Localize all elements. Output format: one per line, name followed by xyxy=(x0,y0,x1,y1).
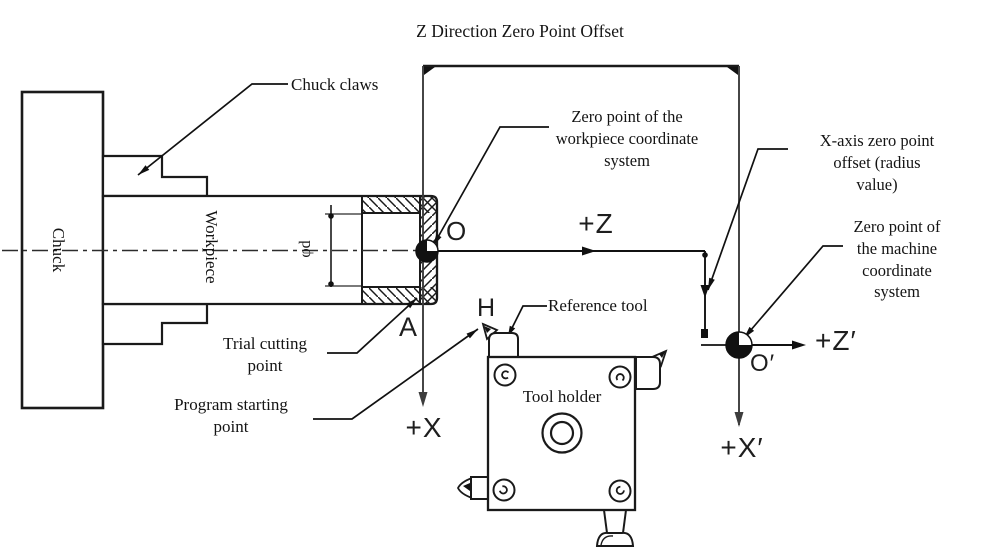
bracket-tick-left xyxy=(424,67,435,75)
machine-zero-label: Zero point of the machine coordinate sys… xyxy=(853,217,941,302)
workpiece-zero-label: Zero point of the workpiece coordinate s… xyxy=(555,107,699,170)
chuck-claws-leader-arrowhead xyxy=(138,165,150,175)
bottom-tool-foot-arc xyxy=(600,535,614,546)
reference-tool-label: Reference tool xyxy=(548,296,648,315)
machine-origin-label: O′ xyxy=(750,350,776,377)
program-start-label: Program starting point xyxy=(174,395,288,437)
workpiece-zero-leader xyxy=(432,126,549,247)
x-offset-leader-arrowhead xyxy=(708,277,715,290)
workpiece-origin-symbol xyxy=(415,239,439,263)
chuck-claws-label: Chuck claws xyxy=(291,75,379,94)
reference-tool-leader xyxy=(507,305,547,337)
tool-holder-screw-top-right xyxy=(608,365,632,389)
x-prime-arrowhead xyxy=(734,412,744,427)
hatch-bottom-wall xyxy=(362,287,437,304)
tool-holder-label: Tool holder xyxy=(522,387,602,406)
x-prime-axis-label: +X′ xyxy=(720,432,764,463)
trial-cutting-leader-arrowhead xyxy=(406,298,417,309)
bottom-tool-stem-right xyxy=(622,509,627,534)
program-start-leader xyxy=(313,328,479,420)
screw-slot-top-right xyxy=(615,373,625,382)
tool-holder-screw-bottom-left xyxy=(492,478,516,502)
dim-dot-bottom xyxy=(328,281,334,287)
workpiece-label: Workpiece xyxy=(202,210,222,284)
x-offset-leader xyxy=(707,148,788,291)
z-prime-axis-label: +Z′ xyxy=(815,325,857,356)
tool-height-point-label: H xyxy=(477,294,497,322)
screw-slot-top-left xyxy=(501,370,510,380)
tool-holder-screw-bottom-right xyxy=(608,479,632,503)
right-tool-tip-insert xyxy=(659,352,665,358)
left-tool-tip xyxy=(456,476,473,500)
x-axis-arrowhead xyxy=(418,392,428,407)
trial-cutting-label: Trial cutting point xyxy=(223,334,307,376)
diagram-title: Z Direction Zero Point Offset xyxy=(416,21,624,41)
offset-down-arrowhead xyxy=(700,285,710,298)
left-tool-tip-insert xyxy=(463,483,470,491)
z-axis-arrowhead xyxy=(582,246,596,256)
trial-point-label: A xyxy=(399,312,419,342)
offset-corner-dot xyxy=(702,252,708,258)
x-axis-offset-label: X-axis zero point offset (radius value) xyxy=(819,131,935,194)
offset-end-square xyxy=(701,329,708,338)
x-axis-label: +X xyxy=(405,412,443,443)
bottom-tool-stem-left xyxy=(603,509,608,534)
tool-holder-boss-inner xyxy=(549,420,575,446)
tool-holder-screw-top-left xyxy=(493,363,517,387)
hatch-top-wall xyxy=(362,196,437,213)
right-tool-block xyxy=(635,356,661,390)
dim-dot-top xyxy=(328,213,334,219)
z-axis-label: +Z xyxy=(578,208,614,239)
trial-cutting-leader xyxy=(327,297,418,354)
screw-slot-bottom-left xyxy=(498,485,508,495)
chuck-label: Chuck xyxy=(49,227,69,273)
left-tool-block xyxy=(470,476,489,500)
machine-zero-leader xyxy=(743,245,843,339)
z-prime-arrowhead xyxy=(792,340,806,350)
chuck-claws-leader xyxy=(137,83,288,176)
workpiece-origin-label: O xyxy=(446,216,468,246)
machine-origin-symbol xyxy=(725,331,753,359)
bracket-tick-right xyxy=(727,67,738,75)
bottom-tool-foot xyxy=(595,531,635,547)
screw-slot-bottom-right xyxy=(615,485,625,495)
reference-tool-block xyxy=(488,332,519,358)
program-start-leader-arrowhead xyxy=(466,329,478,339)
chuck-claw-bottom xyxy=(101,302,209,346)
bore-diameter-label: φd xyxy=(297,240,314,258)
reference-tool-tip-insert xyxy=(484,326,491,333)
